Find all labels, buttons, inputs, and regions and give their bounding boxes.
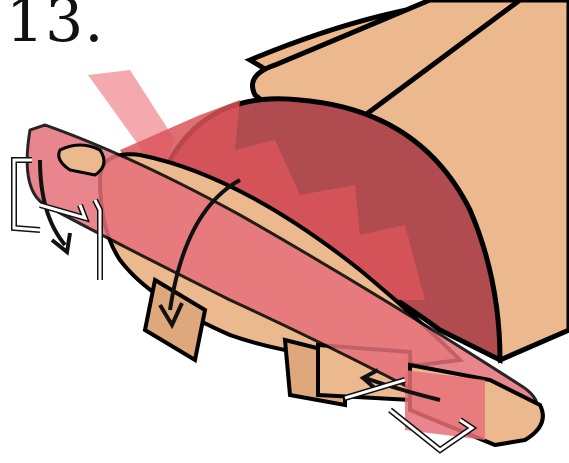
diagram-canvas — [0, 0, 569, 463]
instruction-diagram: 13. — [0, 0, 569, 463]
